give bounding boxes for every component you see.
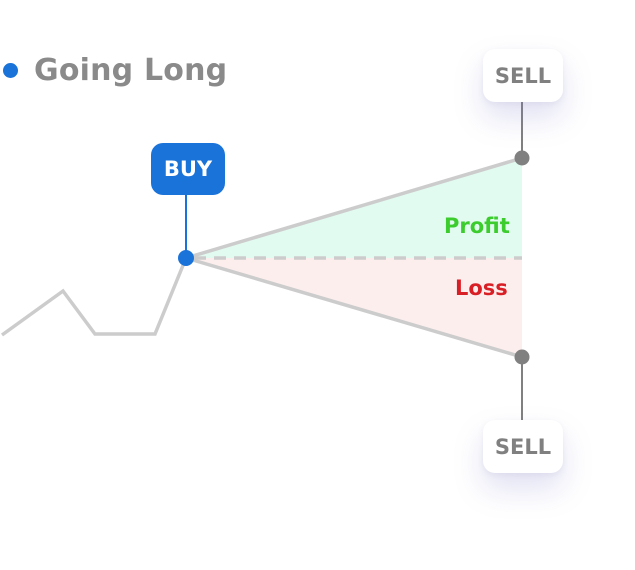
price-history-line xyxy=(0,257,188,337)
sell-top-point xyxy=(514,150,530,166)
profit-label: Profit xyxy=(444,214,510,238)
sell-bottom-point xyxy=(514,349,530,365)
buy-label: BUY xyxy=(151,143,225,195)
profit-bound-line xyxy=(185,156,523,260)
sell-top-label: SELL xyxy=(483,49,563,102)
legend-label: Going Long xyxy=(34,52,228,88)
loss-label: Loss xyxy=(455,276,508,300)
sell-bottom-label: SELL xyxy=(483,420,563,473)
legend-dot-icon xyxy=(3,62,18,78)
legend: Going Long xyxy=(3,50,227,90)
buy-point xyxy=(178,250,194,266)
loss-bound-line xyxy=(185,256,523,359)
